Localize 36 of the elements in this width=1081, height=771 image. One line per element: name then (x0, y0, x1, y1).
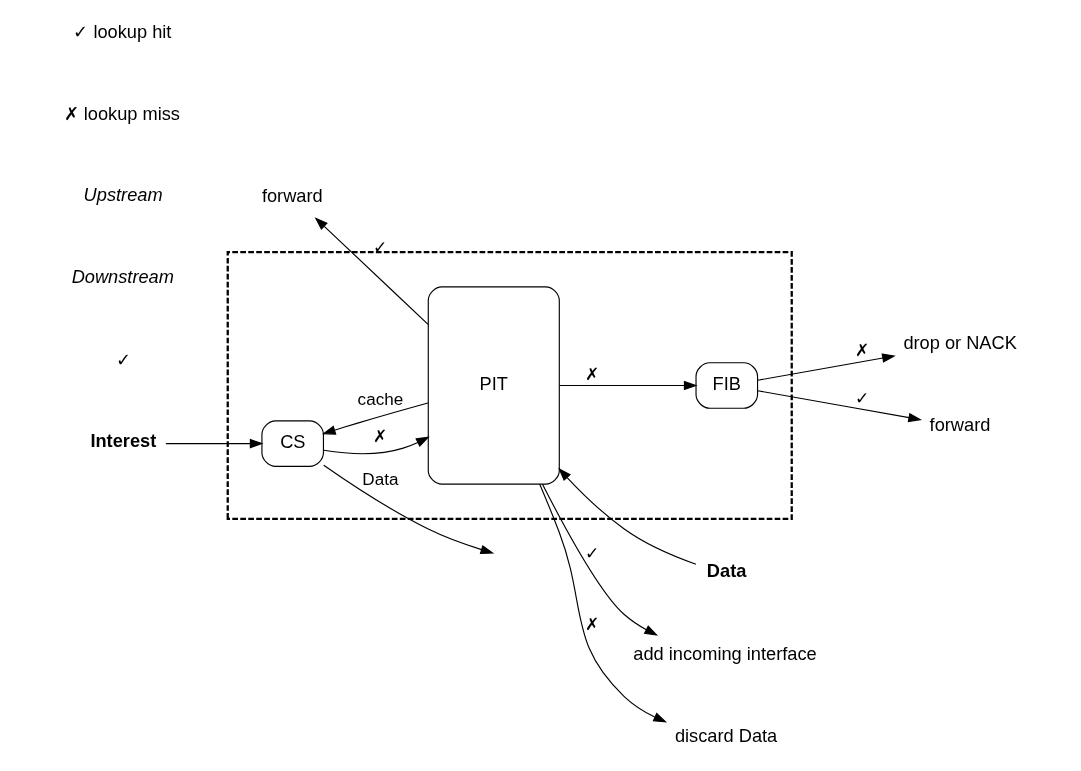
node-text: forward (929, 414, 991, 435)
arrow (558, 467, 697, 565)
arrow (757, 390, 922, 423)
label: ✓ (115, 349, 131, 370)
edge-label: cache (357, 389, 404, 409)
label: Downstream (71, 266, 174, 287)
node-text: discard Data (674, 725, 778, 746)
label: ✓ lookup hit (73, 21, 172, 42)
edge-label: ✗ (373, 427, 388, 447)
edge-label: ✗ (854, 340, 869, 360)
label: Upstream (83, 184, 163, 205)
arrow (323, 436, 430, 455)
edge-label: ✗ (584, 615, 599, 635)
arrow (541, 483, 659, 636)
arrow (314, 217, 429, 325)
arrow (539, 483, 668, 723)
node-text: Interest (90, 430, 157, 451)
edge-label: ✗ (584, 364, 599, 384)
node-box: PIT (427, 286, 560, 485)
arrow (321, 402, 429, 435)
edge-label: ✓ (373, 238, 388, 258)
cluster (226, 251, 793, 520)
node-box: CS (261, 420, 324, 467)
arrow (323, 464, 495, 555)
node-text: forward (261, 185, 323, 206)
arrow (165, 438, 264, 449)
arrow (558, 380, 698, 391)
edge-label: Data (362, 469, 399, 489)
node-box: FIB (695, 362, 759, 409)
label: ✗ lookup miss (63, 103, 180, 124)
node-text: Data (706, 560, 747, 581)
node-text: drop or NACK (903, 332, 1017, 353)
arrow (757, 353, 896, 381)
edge-label: ✓ (854, 388, 869, 408)
edge-label: ✓ (584, 543, 599, 563)
node-text: add incoming interface (633, 643, 817, 664)
